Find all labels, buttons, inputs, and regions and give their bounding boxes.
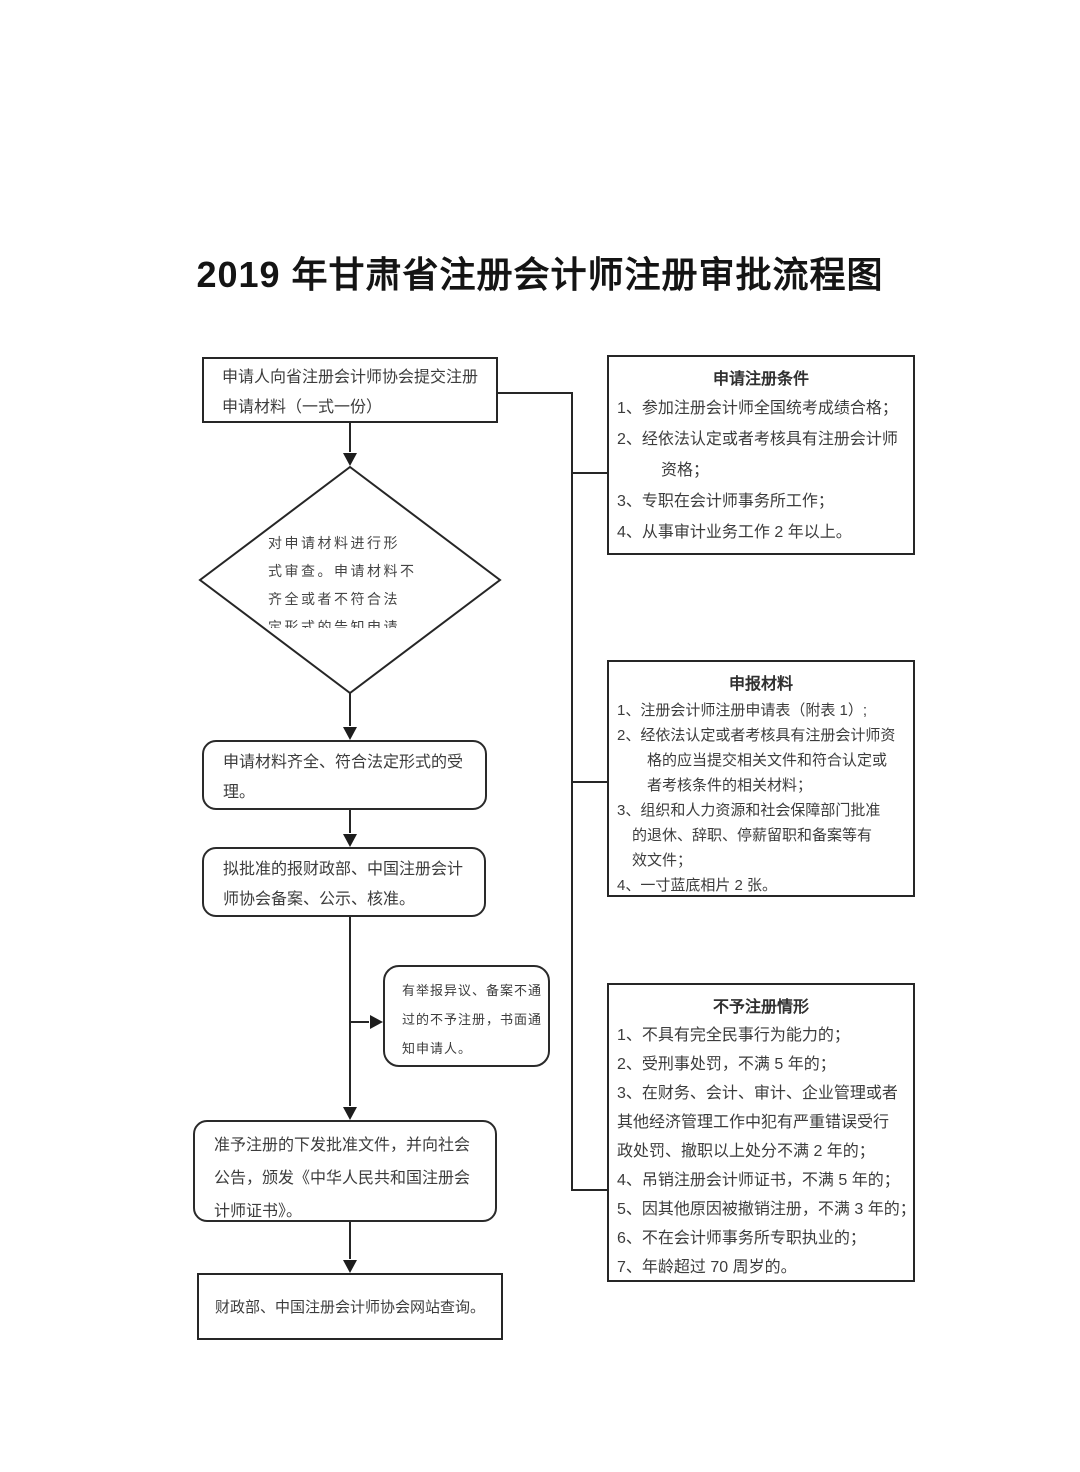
panel-denials-list: 1、不具有完全民事行为能力的； 2、受刑事处罚，不满 5 年的； 3、在财务、会…: [609, 1017, 916, 1282]
flow-note-rejection-notice: 有举报异议、备案不通 过的不予注册，书面通 知申请人。: [383, 965, 550, 1067]
panel-denial-situations: 不予注册情形 1、不具有完全民事行为能力的； 2、受刑事处罚，不满 5 年的； …: [607, 983, 916, 1282]
list-item: 2、受刑事处罚，不满 5 年的；: [617, 1056, 836, 1073]
panel-denials-title: 不予注册情形: [712, 999, 809, 1016]
list-item: 2、经依法认定或者考核具有注册会计师资 格的应当提交相关文件和符合认定或 者考核…: [617, 727, 896, 794]
list-item: 7、年龄超过 70 周岁的。: [617, 1259, 797, 1276]
list-item: 1、不具有完全民事行为能力的；: [617, 1027, 850, 1044]
list-item: 6、不在会计师事务所专职执业的；: [617, 1230, 866, 1247]
list-item: 3、在财务、会计、审计、企业管理或者 其他经济管理工作中犯有严重错误受行 政处罚…: [617, 1085, 898, 1160]
page-title: 2019 年甘肃省注册会计师注册审批流程图: [196, 254, 884, 295]
arrowhead-review: [343, 453, 357, 466]
arrowhead-accept: [343, 727, 357, 740]
list-item: 1、注册会计师注册申请表（附表 1）;: [617, 702, 868, 719]
arrowhead-reject: [370, 1015, 383, 1029]
panel-materials-title: 申报材料: [728, 676, 793, 693]
arrowhead-record: [343, 834, 357, 847]
panel-conditions-list: 1、参加注册会计师全国统考成绩合格； 2、经依法认定或者考核具有注册会计师 资格…: [609, 389, 913, 548]
list-item: 4、吊销注册会计师证书，不满 5 年的；: [617, 1172, 900, 1189]
panel-conditions-title: 申请注册条件: [712, 371, 809, 388]
flow-step-report-record: 拟批准的报财政部、中国注册会计 师协会备案、公示、核准。: [202, 847, 486, 917]
list-item: 4、从事审计业务工作 2 年以上。: [617, 524, 852, 541]
list-item: 4、一寸蓝底相片 2 张。: [617, 877, 778, 894]
connector-right-rail: [498, 392, 607, 1191]
flow-step-submit-application: 申请人向省注册会计师协会提交注册 申请材料（一式一份）: [202, 357, 498, 423]
list-item: 3、组织和人力资源和社会保障部门批准 的退休、辞职、停薪留职和备案等有 效文件；: [617, 802, 881, 869]
list-item: 2、经依法认定或者考核具有注册会计师 资格；: [617, 431, 898, 479]
flow-decision-formal-review: 对申请材料进行形 式审查。申请材料不 齐全或者不符合法 定形式的告知申请: [268, 535, 417, 628]
panel-materials-list: 1、注册会计师注册申请表（附表 1）; 2、经依法认定或者考核具有注册会计师资 …: [609, 694, 913, 898]
arrowhead-approve: [343, 1107, 357, 1120]
list-item: 3、专职在会计师事务所工作；: [617, 493, 834, 510]
decision-diamond-shape: [198, 465, 502, 695]
flow-step-accept-materials: 申请材料齐全、符合法定形式的受 理。: [202, 740, 487, 810]
list-item: 5、因其他原因被撤销注册，不满 3 年的；: [617, 1201, 916, 1218]
flow-step-website-query: 财政部、中国注册会计师协会网站查询。: [197, 1273, 503, 1340]
flow-step-issue-certificate: 准予注册的下发批准文件，并向社会 公告，颁发《中华人民共和国注册会 计师证书》。: [193, 1120, 497, 1222]
arrowhead-query: [343, 1260, 357, 1273]
list-item: 1、参加注册会计师全国统考成绩合格；: [617, 400, 898, 417]
panel-application-materials: 申报材料 1、注册会计师注册申请表（附表 1）; 2、经依法认定或者考核具有注册…: [607, 660, 915, 897]
panel-registration-conditions: 申请注册条件 1、参加注册会计师全国统考成绩合格； 2、经依法认定或者考核具有注…: [607, 355, 915, 555]
